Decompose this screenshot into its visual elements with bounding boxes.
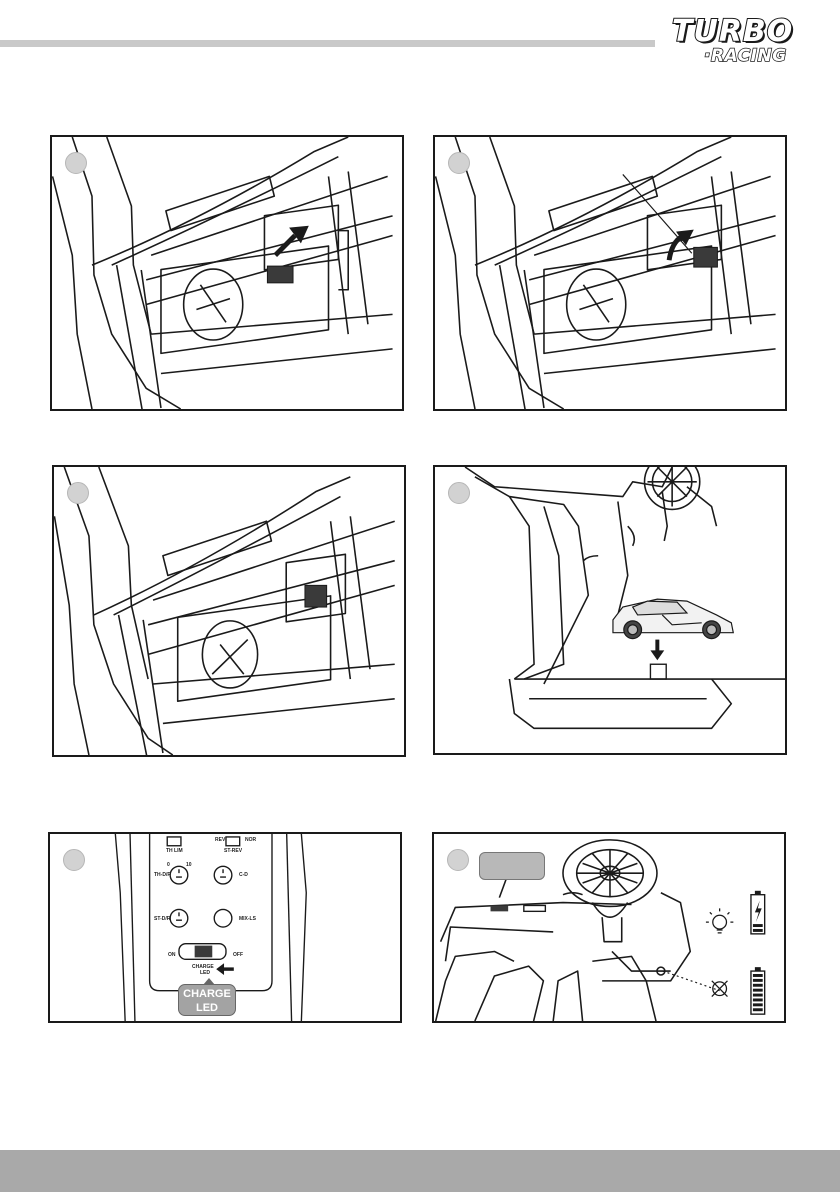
step-panel-2 <box>433 135 787 411</box>
th-dr-label: TH-D/R <box>154 872 171 878</box>
mix-ls-label: MIX-LS <box>239 916 256 922</box>
charge-led-badge: CHARGE LED <box>178 984 236 1016</box>
step-marker-5 <box>63 849 85 871</box>
charge-led-badge-line2: LED <box>179 1001 235 1015</box>
charge-led-badge-line1: CHARGE <box>179 987 235 1001</box>
th-lim-label: TH LIM <box>166 848 183 854</box>
step-panel-3 <box>52 465 406 757</box>
step-marker-6 <box>447 849 469 871</box>
rev-label: REV <box>215 837 225 843</box>
step-panel-1 <box>50 135 404 411</box>
step-marker-3 <box>67 482 89 504</box>
st-rev-label: ST-REV <box>224 848 242 854</box>
nor-label: NOR <box>245 837 256 843</box>
st-dr-label: ST-D/R <box>154 916 170 922</box>
battery-charging-icon <box>751 891 765 934</box>
transmitter-lift-plug-illustration <box>435 137 785 409</box>
dial-zero-label: 0 <box>167 862 170 868</box>
header-rule <box>0 40 655 47</box>
step-panel-5: TH LIM REV NOR ST-REV TH-D/R C-D ST-D/R … <box>48 832 402 1023</box>
c-d-label: C-D <box>239 872 248 878</box>
dial-ten-label: 10 <box>186 862 192 868</box>
step-marker-4 <box>448 482 470 504</box>
step-panel-6 <box>432 832 786 1023</box>
brand-logo: TURBO ·RACING <box>672 14 822 72</box>
brand-logo-bottom: ·RACING <box>704 46 787 66</box>
transmitter-plug-stowed-illustration <box>54 467 404 755</box>
switch-led-label: LED <box>200 970 210 976</box>
step-marker-1 <box>65 152 87 174</box>
footer-band <box>0 1150 840 1192</box>
transmitter-battery-cover-illustration <box>52 137 402 409</box>
on-label: ON <box>168 952 176 958</box>
usb-port-callout <box>479 852 545 880</box>
step-marker-2 <box>448 152 470 174</box>
step-panel-4 <box>433 465 787 755</box>
off-label: OFF <box>233 952 243 958</box>
bulb-glow-icon <box>706 908 733 932</box>
brand-logo-top: TURBO <box>672 14 793 49</box>
battery-full-icon <box>751 967 765 1014</box>
rc-car-illustration <box>613 599 733 638</box>
car-stored-in-base-illustration <box>435 467 785 753</box>
